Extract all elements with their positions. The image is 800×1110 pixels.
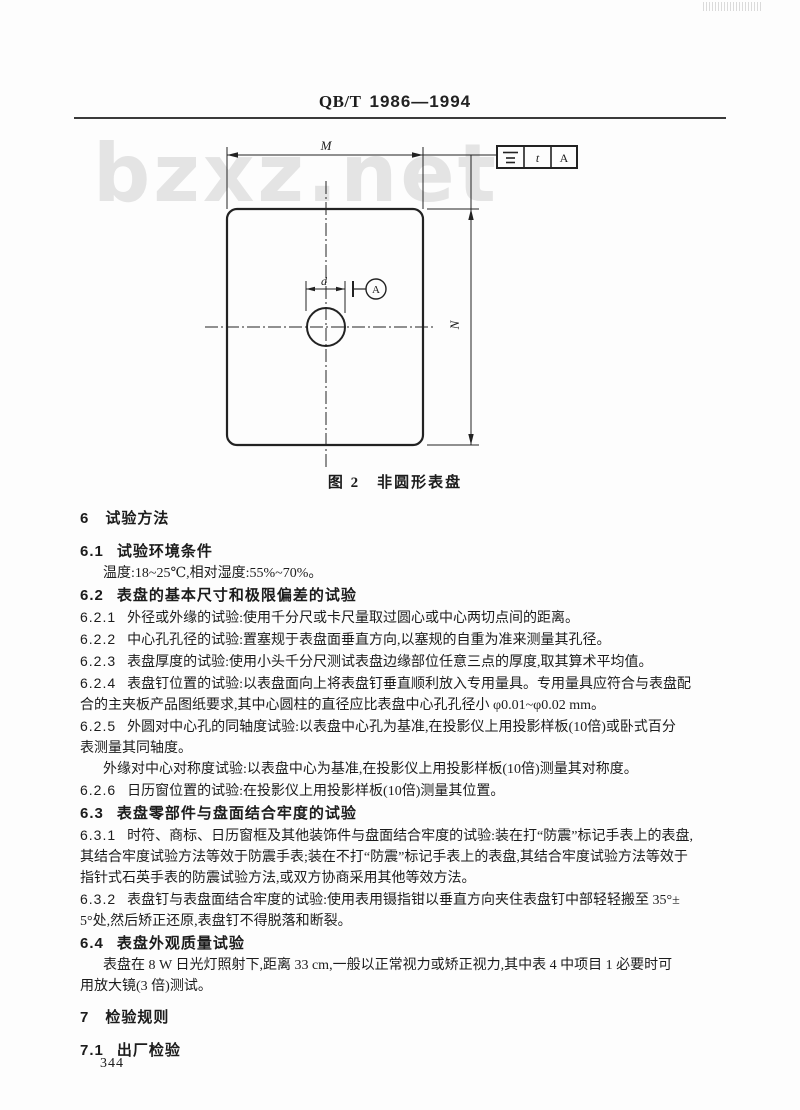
clause-text: 表盘外观质量试验 (116, 935, 245, 952)
tolerance-frame (496, 145, 578, 169)
clause-text: 表盘零部件与盘面结合牢度的试验 (116, 805, 357, 822)
clause-text: 表盘的基本尺寸和极限偏差的试验 (116, 587, 357, 604)
clause-number: 6.1 (80, 543, 104, 560)
clause-text: 指针式石英手表的防震试验方法,或双方协商采用其他等效方法。 (80, 871, 476, 886)
dial-outline (225, 207, 425, 447)
clause-text: 合的主夹板产品图纸要求,其中心圆柱的直径应比表盘中心孔孔径小 φ0.01~φ0.… (80, 698, 606, 713)
text-line-10: 表测量其同轴度。 (80, 738, 730, 759)
clause-text: 用放大镜(3 倍)测试。 (80, 979, 212, 994)
figure-2-drawing: M N d A t A (205, 138, 578, 470)
scan-artifact (703, 2, 761, 11)
clause-number: 6.2.2 (80, 631, 117, 647)
figure-caption: 图 2 非圆形表盘 (327, 475, 463, 491)
clause-text: 表盘厚度的试验:使用小头千分尺测试表盘边缘部位任意三点的厚度,取其算术平均值。 (127, 655, 653, 670)
clause-text: 其结合牢度试验方法等效于防震手表;装在不打“防震”标记手表上的表盘,其结合牢度试… (80, 850, 688, 865)
text-line-6.2.2: 6.2.2 中心孔孔径的试验:置塞规于表盘面垂直方向,以塞规的自重为准来测量其孔径… (80, 629, 730, 651)
page-title: QB/T 1986—1994 (0, 92, 790, 112)
text-line-6: 6 试验方法 (80, 508, 730, 529)
text-line-6.2.1: 6.2.1 外径或外缘的试验:使用千分尺或卡尺量取过圆心或中心两切点间的距离。 (80, 607, 730, 629)
datum-circle (365, 278, 387, 300)
clause-text: 时符、商标、日历窗框及其他装饰件与盘面结合牢度的试验:装在打“防震”标记手表上的… (127, 829, 693, 844)
label-tol-A: A (560, 151, 569, 165)
clause-number: 6.2.5 (80, 718, 117, 734)
clause-text: 外径或外缘的试验:使用千分尺或卡尺量取过圆心或中心两切点间的距离。 (127, 611, 580, 626)
center-hole (306, 307, 346, 347)
label-d: d (321, 274, 328, 288)
symmetry-symbol-icon (503, 151, 518, 164)
clause-number: 7 (80, 1009, 90, 1026)
text-line-6.2.6: 6.2.6 日历窗位置的试验:在投影仪上用投影样板(10倍)测量其位置。 (80, 780, 730, 802)
clause-text: 5°处,然后矫正还原,表盘钉不得脱落和断裂。 (80, 914, 352, 929)
clause-number: 6.4 (80, 935, 104, 952)
clause-number: 6.2.6 (80, 782, 117, 798)
text-line-6.3.1: 6.3.1 时符、商标、日历窗框及其他装饰件与盘面结合牢度的试验:装在打“防震”标… (80, 825, 730, 847)
clause-number: 7.1 (80, 1042, 104, 1059)
text-line-7: 7 检验规则 (80, 1007, 730, 1028)
text-line-7.1: 7.1 出厂检验 (80, 1040, 730, 1061)
clause-text: 出厂检验 (116, 1042, 181, 1059)
clause-text: 中心孔孔径的试验:置塞规于表盘面垂直方向,以塞规的自重为准来测量其孔径。 (127, 633, 611, 648)
clause-number: 6 (80, 510, 90, 527)
text-line-6.3.2: 6.3.2 表盘钉与表盘面结合牢度的试验:使用表用镊指钳以垂直方向夹住表盘钉中部轻… (80, 889, 730, 911)
clause-text: 日历窗位置的试验:在投影仪上用投影样板(10倍)测量其位置。 (127, 784, 505, 799)
text-line-6.2.5: 6.2.5 外圆对中心孔的同轴度试验:以表盘中心孔为基准,在投影仪上用投影样板(1… (80, 716, 730, 738)
text-line-6.4: 6.4 表盘外观质量试验 (80, 933, 730, 954)
clause-number: 6.2.1 (80, 609, 117, 625)
text-line-6.2.3: 6.2.3 表盘厚度的试验:使用小头千分尺测试表盘边缘部位任意三点的厚度,取其算术… (80, 651, 730, 673)
label-tol-t: t (536, 151, 540, 165)
text-line-6.2: 6.2 表盘的基本尺寸和极限偏差的试验 (80, 585, 730, 606)
text-line-8: 合的主夹板产品图纸要求,其中心圆柱的直径应比表盘中心孔孔径小 φ0.01~φ0.… (80, 695, 730, 716)
clause-text: 表测量其同轴度。 (80, 741, 192, 756)
header-rule (74, 117, 726, 119)
clause-text: 外缘对中心对称度试验:以表盘中心为基准,在投影仪上用投影样板(10倍)测量其对称… (103, 762, 638, 777)
clause-number: 6.3.2 (80, 891, 117, 907)
page-number: 344 (100, 1056, 124, 1071)
text-line-11: 外缘对中心对称度试验:以表盘中心为基准,在投影仪上用投影样板(10倍)测量其对称… (80, 759, 730, 780)
clause-text: 表盘在 8 W 日光灯照射下,距离 33 cm,一般以正常视力或矫正视力,其中表… (103, 958, 673, 973)
text-line-21: 用放大镜(3 倍)测试。 (80, 976, 730, 997)
text-line-16: 指针式石英手表的防震试验方法,或双方协商采用其他等效方法。 (80, 868, 730, 889)
text-line-20: 表盘在 8 W 日光灯照射下,距离 33 cm,一般以正常视力或矫正视力,其中表… (80, 955, 730, 976)
clause-text: 温度:18~25℃,相对湿度:55%~70%。 (103, 566, 323, 581)
text-line-6.3: 6.3 表盘零部件与盘面结合牢度的试验 (80, 803, 730, 824)
standard-code: QB/T (318, 92, 362, 111)
clause-text: 表盘钉位置的试验:以表盘面向上将表盘钉垂直顺利放入专用量具。专用量具应符合与表盘… (127, 677, 692, 692)
clause-text: 表盘钉与表盘面结合牢度的试验:使用表用镊指钳以垂直方向夹住表盘钉中部轻轻搬至 3… (127, 893, 680, 908)
text-line-18: 5°处,然后矫正还原,表盘钉不得脱落和断裂。 (80, 911, 730, 932)
label-datum-A: A (372, 284, 380, 296)
text-line-2: 温度:18~25℃,相对湿度:55%~70%。 (80, 563, 730, 584)
text-line-6.2.4: 6.2.4 表盘钉位置的试验:以表盘面向上将表盘钉垂直顺利放入专用量具。专用量具应… (80, 673, 730, 695)
standard-year: 1986—1994 (369, 92, 472, 111)
clause-number: 6.2 (80, 587, 104, 604)
clause-text: 外圆对中心孔的同轴度试验:以表盘中心孔为基准,在投影仪上用投影样板(10倍)或卧… (127, 720, 676, 735)
clause-text: 试验环境条件 (116, 543, 213, 560)
clause-text: 试验方法 (105, 510, 170, 527)
clause-text: 检验规则 (105, 1009, 170, 1026)
text-line-6.1: 6.1 试验环境条件 (80, 541, 730, 562)
label-N: N (447, 319, 462, 330)
watermark-text: bzxz.net (93, 127, 499, 220)
clause-number: 6.2.3 (80, 653, 117, 669)
clause-number: 6.2.4 (80, 675, 117, 691)
clause-number: 6.3 (80, 805, 104, 822)
clause-number: 6.3.1 (80, 827, 117, 843)
text-line-15: 其结合牢度试验方法等效于防震手表;装在不打“防震”标记手表上的表盘,其结合牢度试… (80, 847, 730, 868)
